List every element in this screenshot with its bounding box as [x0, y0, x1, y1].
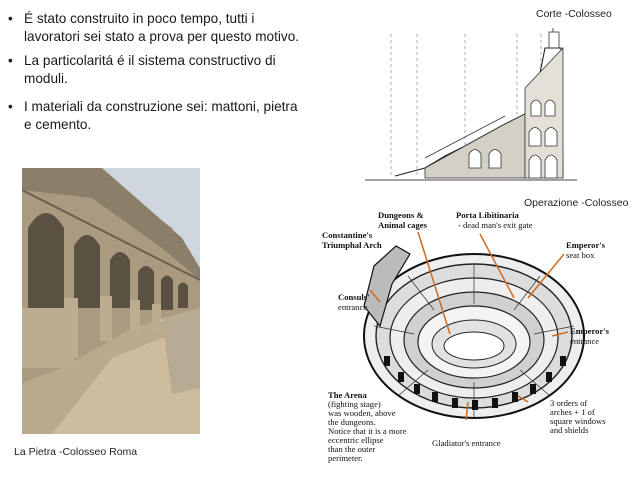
- label-arena-3: was wooden, above: [328, 408, 396, 418]
- label-consuls-1: Consuls': [338, 292, 370, 302]
- svg-text:Triumphal Arch: Triumphal Arch: [322, 240, 382, 250]
- label-arena-2: (fighting stage): [328, 399, 381, 409]
- svg-text:seat box: seat box: [566, 250, 595, 260]
- label-emperor-entrance-1: Emperor's: [570, 326, 610, 336]
- svg-text:and shields: and shields: [550, 425, 589, 435]
- svg-text:arches + 1 of: arches + 1 of: [550, 407, 595, 417]
- svg-text:Constantine's: Constantine's: [322, 230, 373, 240]
- svg-text:Porta Libitinaria: Porta Libitinaria: [456, 210, 519, 220]
- svg-text:The Arena: The Arena: [328, 390, 367, 400]
- svg-text:Notice that it is a more: Notice that it is a more: [328, 426, 407, 436]
- bullet-item: •La particolaritá é il sistema construct…: [8, 53, 276, 86]
- svg-text:perimeter.: perimeter.: [328, 453, 363, 463]
- svg-text:3 orders of: 3 orders of: [550, 398, 587, 408]
- bullet-text: I materiali da construzione sei: mattoni…: [24, 99, 298, 132]
- label-constantine-1: Constantine's: [322, 230, 373, 240]
- bullet-list: •É stato construito in poco tempo, tutti…: [6, 10, 306, 140]
- label-emperor-seat-2: seat box: [566, 250, 595, 260]
- label-arena-5: Notice that it is a more: [328, 426, 407, 436]
- label-orders-3: square windows: [550, 416, 606, 426]
- svg-text:- dead man's exit gate: - dead man's exit gate: [458, 220, 533, 230]
- svg-text:Emperor's: Emperor's: [570, 326, 610, 336]
- label-consuls-2: entrance: [338, 302, 367, 312]
- label-orders-1: 3 orders of: [550, 398, 587, 408]
- svg-text:(fighting stage): (fighting stage): [328, 399, 381, 409]
- label-arena-7: than the outer: [328, 444, 375, 454]
- svg-text:than the outer: than the outer: [328, 444, 375, 454]
- label-porta-1: Porta Libitinaria: [456, 210, 519, 220]
- caption-corte: Corte -Colosseo: [536, 8, 612, 20]
- svg-text:Animal cages: Animal cages: [378, 220, 428, 230]
- label-gladiator: Gladiator's entrance: [432, 438, 501, 448]
- bullet-text: La particolaritá é il sistema constructi…: [24, 53, 276, 86]
- svg-text:Emperor's: Emperor's: [566, 240, 606, 250]
- bullet-item: •I materiali da construzione sei: matton…: [8, 99, 298, 132]
- label-orders-4: and shields: [550, 425, 589, 435]
- label-dungeons-1: Dungeons &: [378, 210, 424, 220]
- svg-text:was wooden, above: was wooden, above: [328, 408, 396, 418]
- svg-text:the dungeons.: the dungeons.: [328, 417, 376, 427]
- caption-pietra: La Pietra -Colosseo Roma: [14, 446, 138, 458]
- label-porta-2: - dead man's exit gate: [458, 220, 533, 230]
- label-orders-2: arches + 1 of: [550, 407, 595, 417]
- svg-text:Gladiator's entrance: Gladiator's entrance: [432, 438, 501, 448]
- label-arena-8: perimeter.: [328, 453, 363, 463]
- colosseum-cutaway-diagram: Dungeons & Animal cages Porta Libitinari…: [318, 206, 620, 474]
- svg-text:Dungeons &: Dungeons &: [378, 210, 424, 220]
- label-arena-1: The Arena: [328, 390, 367, 400]
- colosseum-section-drawing: [365, 28, 613, 190]
- label-constantine-2: Triumphal Arch: [322, 240, 382, 250]
- label-arena-4: the dungeons.: [328, 417, 376, 427]
- svg-text:entrance: entrance: [338, 302, 367, 312]
- bullet-item: •É stato construito in poco tempo, tutti…: [8, 11, 300, 44]
- label-dungeons-2: Animal cages: [378, 220, 428, 230]
- bullet-text: É stato construito in poco tempo, tutti …: [24, 11, 300, 44]
- svg-text:eccentric ellipse: eccentric ellipse: [328, 435, 384, 445]
- svg-text:entrance: entrance: [570, 336, 599, 346]
- svg-text:Consuls': Consuls': [338, 292, 370, 302]
- colosseum-stone-photo: [22, 168, 200, 434]
- label-emperor-entrance-2: entrance: [570, 336, 599, 346]
- label-emperor-seat-1: Emperor's: [566, 240, 606, 250]
- caption-operazione: Operazione -Colosseo: [524, 197, 629, 209]
- label-arena-6: eccentric ellipse: [328, 435, 384, 445]
- svg-text:square windows: square windows: [550, 416, 606, 426]
